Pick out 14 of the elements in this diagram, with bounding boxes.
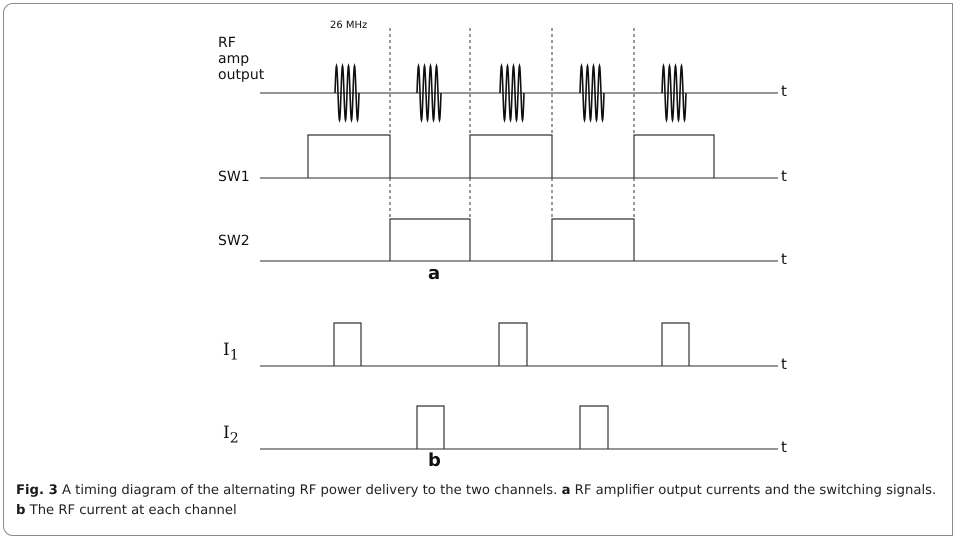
signal-label: SW1 — [218, 169, 250, 186]
signal-label: SW2 — [218, 233, 250, 250]
panel-label: b — [428, 451, 441, 472]
signal-label: I$_{1}$ — [223, 341, 239, 364]
signal-label: I$_{2}$ — [223, 424, 239, 447]
frequency-label: 26 MHz — [330, 20, 368, 32]
signal-label: RF amp output — [218, 35, 266, 84]
axis-label: t — [781, 439, 787, 456]
axis-label: t — [781, 168, 787, 186]
axis-label: t — [781, 251, 787, 268]
figure-caption: Fig. 3 A timing diagram of the alternating RF power delivery to the two channels. a RF amplifier output currents and the switching signals. b The RF current at each channel — [16, 482, 938, 520]
axis-label: t — [781, 356, 787, 374]
panel-label: a — [428, 264, 440, 285]
axis-label: t — [781, 83, 787, 100]
